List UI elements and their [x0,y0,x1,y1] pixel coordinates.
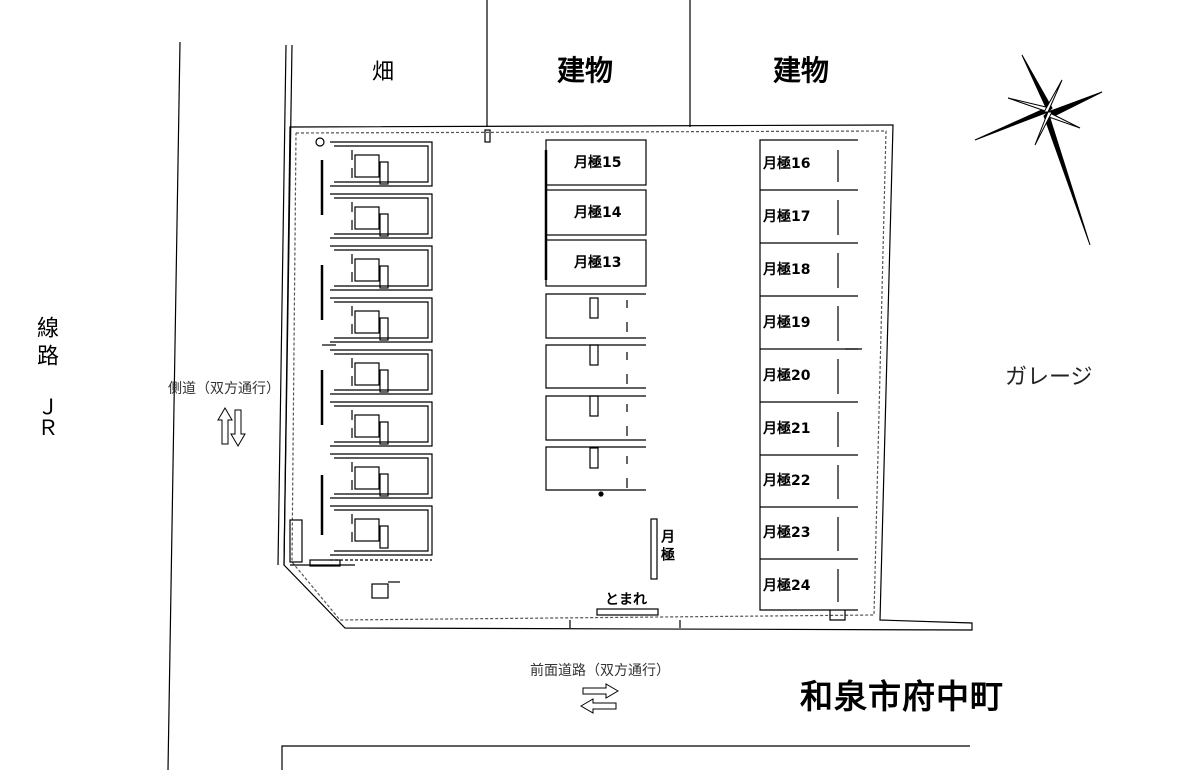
field-label: 畑 [372,60,395,85]
middle-unlabeled-stall [545,344,646,389]
middle-stall-column [544,139,659,616]
right-stall-column [759,139,858,621]
middle-unlabeled-stall [545,293,646,339]
building-label: 建物 [557,54,614,87]
parking-slot-label: 月極20 [763,368,811,384]
left-stall [330,245,433,291]
monthly-small-slot-label: 月極 [659,529,675,565]
left-stall [330,193,433,239]
parking-slot-label: 月極18 [763,262,811,278]
parking-slot-label: 月極19 [763,315,811,331]
side-road-edge [277,44,287,566]
side-road-label: 側道（双方通行） [168,381,280,397]
left-stall [330,453,433,499]
left-stall [330,141,433,187]
rail-line-label: 線路 [33,316,58,372]
middle-unlabeled-stall [545,395,646,441]
parking-slot-label: 月極16 [763,156,811,172]
building-label: 建物 [773,54,830,87]
parking-slot-label: 月極17 [763,209,811,225]
parking-slot-label: 月極23 [763,525,811,541]
two-way-horizontal-arrows-icon [580,683,619,714]
stop-marking-label: とまれ [605,592,647,608]
parking-slot-label: 月極21 [763,421,811,437]
jr-label: ＪＲ [35,396,59,438]
garage-label: ガレージ [1005,365,1093,390]
town-name-label: 和泉市府中町 [800,677,1004,716]
left-stall [330,505,433,556]
parking-slot-label: 月極15 [574,155,622,171]
parking-slot-label: 月極14 [574,205,622,221]
left-stall [330,349,433,395]
front-road-label: 前面道路（双方通行） [530,663,670,679]
two-way-vertical-arrows-icon [217,407,246,447]
left-stall-column [320,141,433,561]
parking-slot-label: 月極24 [763,578,811,594]
rail-boundary-line [167,41,181,771]
left-stall [330,297,433,343]
middle-unlabeled-stall [545,446,646,491]
lot-outline [283,124,973,631]
parking-slot-label: 月極22 [763,473,811,489]
bottom-road-line [281,745,970,770]
left-stall [330,401,433,447]
misc-fixtures [289,129,862,599]
parking-slot-label: 月極13 [574,255,622,271]
compass-rose-icon [974,54,1103,246]
